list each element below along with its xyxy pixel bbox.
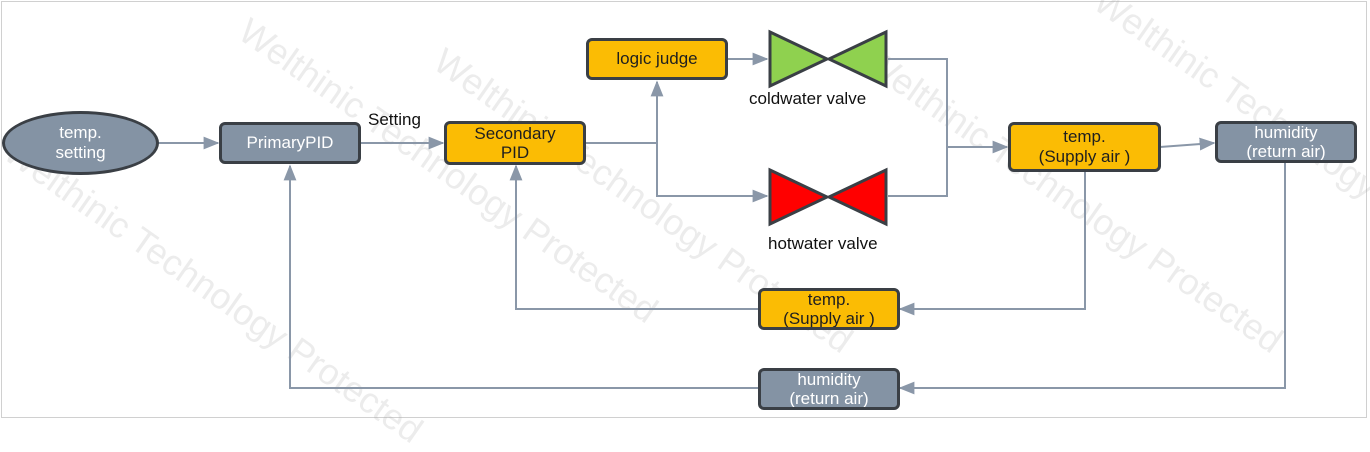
- temp-setting-label: temp. setting: [55, 123, 106, 162]
- primary-pid-node: PrimaryPID: [219, 122, 361, 164]
- connector-lines: [158, 52, 1286, 395]
- diagram-frame: [1, 1, 1367, 418]
- hotwater-valve-icon: [768, 167, 888, 227]
- coldwater-valve-label: coldwater valve: [749, 89, 867, 108]
- arrow-temp-feedback-in: [898, 171, 1086, 316]
- temp-supply-feedback-label: temp. (Supply air ): [783, 290, 875, 328]
- humidity-label: humidity (return air): [1246, 123, 1326, 161]
- hotwater-valve-label: hotwater valve: [768, 234, 878, 253]
- logic-judge-label: logic judge: [616, 49, 698, 68]
- coldwater-valve-icon: [768, 29, 888, 89]
- temp-supply-feedback-node: temp. (Supply air ): [758, 288, 900, 330]
- temp-supply-node: temp. (Supply air ): [1008, 122, 1161, 172]
- arrow-to-hot-valve: [656, 143, 769, 203]
- primary-pid-label: PrimaryPID: [246, 133, 334, 152]
- arrow-temp-feedback-out: [509, 164, 758, 310]
- secondary-pid-label: Secondary PID: [474, 124, 556, 162]
- line-hot-valve-out: [888, 147, 948, 197]
- logic-judge-node: logic judge: [586, 38, 728, 80]
- arrow-humidity-feedback-out: [283, 164, 758, 389]
- humidity-feedback-label: humidity (return air): [789, 370, 869, 408]
- arrow-temp-to-humidity: [1159, 137, 1216, 151]
- arrow-humidity-feedback-in: [898, 163, 1286, 395]
- humidity-feedback-node: humidity (return air): [758, 368, 900, 410]
- temp-setting-node: temp. setting: [2, 111, 159, 175]
- line-cold-valve-out: [888, 58, 948, 147]
- secondary-pid-node: Secondary PID: [444, 121, 586, 165]
- humidity-node: humidity (return air): [1215, 121, 1357, 163]
- temp-supply-label: temp. (Supply air ): [1038, 127, 1131, 166]
- setting-label: Setting: [368, 110, 421, 129]
